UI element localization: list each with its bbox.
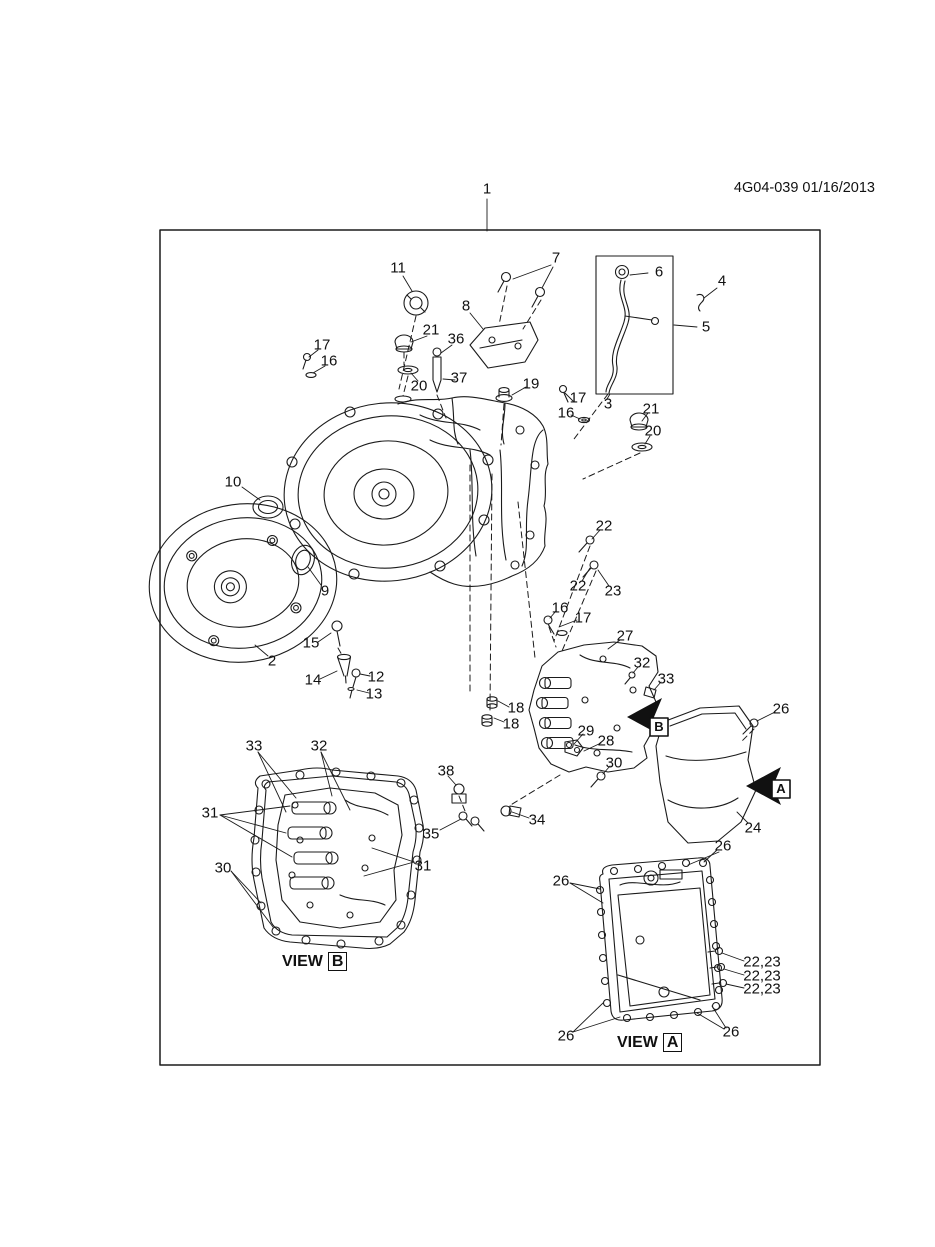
view-b-panel-drawing: [250, 767, 425, 950]
bolt-17-16-left-drawing: [302, 352, 317, 378]
view-b-letter: B: [327, 952, 348, 972]
bolts-22-23-drawing: [578, 535, 599, 578]
document-reference: 4G04-039 01/16/2013: [733, 180, 875, 196]
direction-arrow-b: B: [627, 698, 669, 737]
bolt-26-top-drawing: [742, 718, 759, 735]
vent-cap-right-drawing: [629, 412, 653, 452]
plugs-18-drawing: [481, 696, 498, 727]
arrow-b-letter: B: [654, 719, 663, 734]
filler-tube-assembly-drawing: [595, 255, 705, 395]
view-b-label: VIEW B: [282, 952, 348, 972]
view-a-panel-drawing: [595, 857, 728, 1023]
sensor-36-37-drawing: [432, 347, 442, 393]
view-a-word: VIEW: [617, 1033, 658, 1051]
alignment-dashed-lines: [337, 285, 755, 812]
clips-32-33-drawing: [624, 671, 657, 699]
leader-lines: [219, 198, 776, 1033]
torque-converter-drawing: [148, 503, 338, 663]
transmission-case-drawing: [283, 395, 549, 587]
sensors-38-35-34-drawing: [451, 783, 522, 832]
washer-11-drawing: [403, 290, 429, 316]
diagram-frame: [159, 229, 821, 1066]
cap-19-drawing: [495, 387, 513, 402]
direction-arrow-a: A: [746, 767, 791, 805]
seal-ring-drawing: [291, 544, 315, 576]
arrow-a-letter: A: [776, 781, 786, 796]
side-cover-drawing: [655, 705, 757, 844]
bracket-8-drawing: [469, 321, 539, 369]
valve-body-drawing: [528, 641, 659, 773]
view-a-letter: A: [662, 1033, 683, 1053]
bracket-29-28-drawing: [564, 739, 606, 788]
converter-seal-drawing: [252, 495, 284, 519]
bolts-7-drawing: [497, 271, 546, 308]
fastener-cluster-middle-drawing: [558, 384, 591, 424]
vent-cap-left-drawing: [394, 334, 419, 375]
view-a-label: VIEW A: [617, 1033, 683, 1053]
view-b-word: VIEW: [282, 952, 323, 970]
small-fittings-left-drawing: [331, 620, 361, 699]
